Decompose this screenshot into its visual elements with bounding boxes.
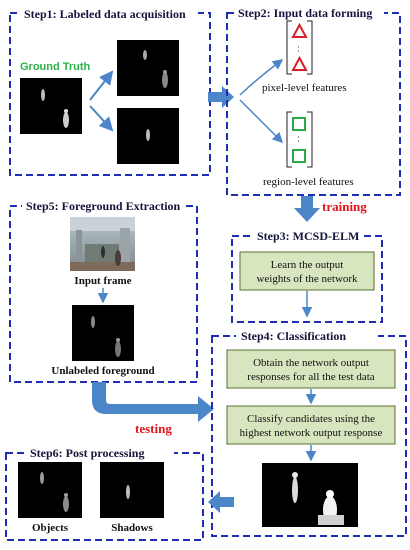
pixel-feature-caption: pixel-level features [262, 82, 347, 94]
svg-text:·: · [297, 132, 300, 142]
unlabeled-foreground-figures [91, 316, 121, 357]
step5-title-bg [22, 198, 186, 214]
region-feature-arrow [239, 99, 284, 144]
triangle-icon [291, 55, 308, 71]
learn-weights-box [239, 251, 375, 291]
region-feature-vector: · · [286, 111, 313, 168]
pixel-feature-vector: · · [286, 20, 313, 75]
svg-text:·: · [297, 136, 300, 146]
classify-candidates-box [226, 405, 396, 445]
step3-title: Step3: MCSD-ELM [257, 229, 359, 243]
step1-title: Step1: Labeled data acquisition [24, 7, 186, 21]
step2-border [226, 12, 401, 196]
network-response-line2: responses for all the test data [247, 371, 374, 383]
training-arrow [294, 196, 320, 222]
objects-caption: Objects [32, 522, 69, 534]
step6-panel: Step6: Post processing Objects Shadows [5, 445, 204, 541]
step4-title: Step4: Classification [241, 329, 346, 343]
network-response-line1: Obtain the network output [253, 357, 369, 369]
step1-panel: Step1: Labeled data acquisition Ground T… [9, 6, 211, 176]
ground-truth-label: Ground Truth [20, 61, 91, 73]
unlabeled-foreground-image [72, 305, 134, 361]
step6-title-bg [26, 445, 174, 461]
training-label: training [322, 199, 367, 214]
objects-figures [40, 472, 69, 512]
svg-text:·: · [297, 46, 300, 56]
step5-title: Step5: Foreground Extraction [26, 199, 181, 213]
learn-weights-line1: Learn the output [271, 259, 344, 271]
step5-panel: Step5: Foreground Extraction Input frame… [9, 198, 198, 383]
pixel-feature-arrow [239, 59, 284, 96]
step4-border [211, 335, 407, 537]
classify-candidates-line1: Classify candidates using the [247, 413, 375, 425]
step2-title-bg [234, 5, 384, 21]
shadows-figure [126, 485, 130, 499]
split-arrow-up [89, 70, 114, 101]
learn-weights-line2: weights of the network [256, 273, 358, 285]
step3-border [231, 235, 383, 323]
region-feature-caption: region-level features [263, 176, 354, 188]
pixel-label-figures [143, 50, 168, 88]
step6-title: Step6: Post processing [30, 446, 144, 460]
step2-panel: Step2: Input data forming · · pixel-leve… [226, 5, 401, 196]
step4-panel: Step4: Classification Obtain the network… [211, 328, 407, 537]
triangle-icon [291, 22, 308, 38]
step1-title-bg [18, 6, 198, 22]
pixel-label-image [117, 40, 179, 96]
ground-truth-figures [41, 89, 69, 128]
classification-result-figures [292, 472, 344, 525]
vector-dots-icon: · [297, 42, 300, 52]
step3-panel: Step3: MCSD-ELM Learn the output weights… [231, 228, 383, 323]
classify-candidates-line2: highest network output response [240, 427, 383, 439]
shadows-image [100, 462, 164, 518]
input-frame-image [70, 217, 135, 271]
arrow-step4-to-step6 [208, 491, 234, 513]
square-icon [292, 149, 306, 163]
step4-title-bg [236, 328, 378, 344]
step3-title-bg [252, 228, 364, 244]
split-arrow-down [89, 105, 114, 132]
unlabeled-foreground-caption: Unlabeled foreground [51, 365, 154, 377]
region-label-figure [146, 129, 150, 141]
input-frame-caption: Input frame [74, 275, 131, 287]
step2-title: Step2: Input data forming [238, 6, 372, 20]
testing-label: testing [135, 421, 172, 436]
ground-truth-image [20, 78, 82, 134]
testing-arrow [92, 382, 214, 422]
square-icon [292, 117, 306, 131]
shadows-caption: Shadows [111, 522, 153, 534]
arrow-step1-to-step2 [208, 86, 234, 108]
objects-image [18, 462, 82, 518]
network-response-box [226, 349, 396, 389]
